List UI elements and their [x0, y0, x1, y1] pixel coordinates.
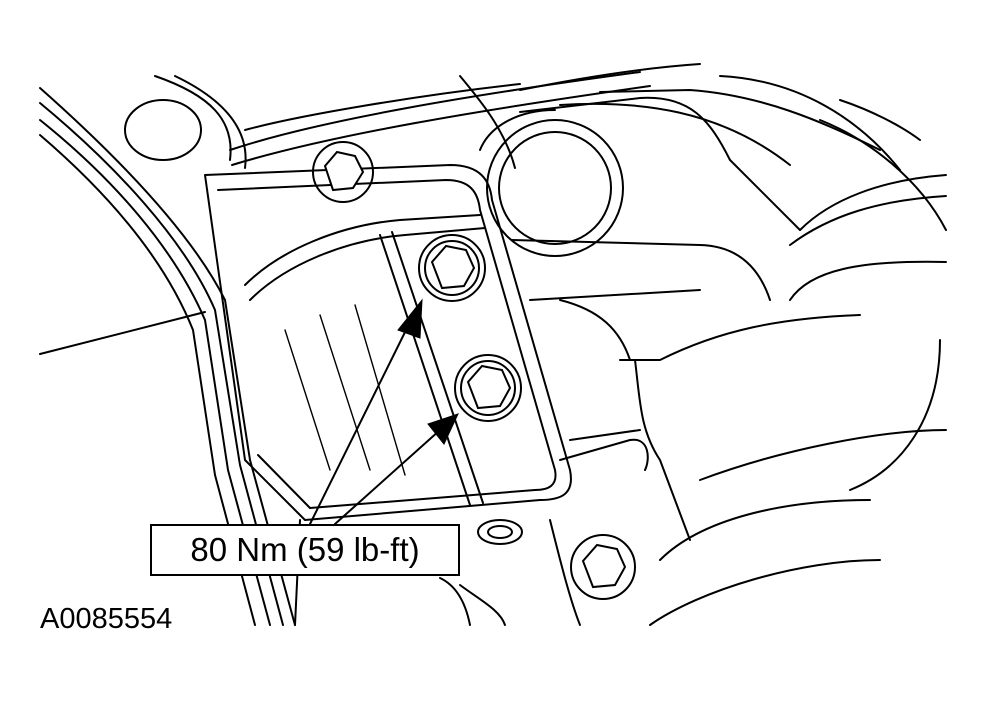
- hex-bolt-icon: [312, 141, 374, 203]
- hex-bolt-icon: [477, 519, 523, 545]
- engine-block: [439, 75, 947, 626]
- oval-port: [124, 99, 202, 161]
- figure-id: A0085554: [40, 603, 173, 635]
- torque-callout: 80 Nm (59 lb-ft): [150, 524, 460, 576]
- strut-line: [39, 311, 206, 355]
- hex-bolt-icon: [418, 234, 486, 302]
- round-port: [479, 109, 624, 257]
- hex-bolt-icon: [454, 354, 522, 422]
- torque-label: 80 Nm (59 lb-ft): [190, 531, 420, 568]
- hex-bolt-icon: [570, 534, 636, 600]
- arrow-icon: [309, 298, 423, 525]
- pipe-assembly: [154, 63, 701, 169]
- arrow-icon: [334, 413, 459, 525]
